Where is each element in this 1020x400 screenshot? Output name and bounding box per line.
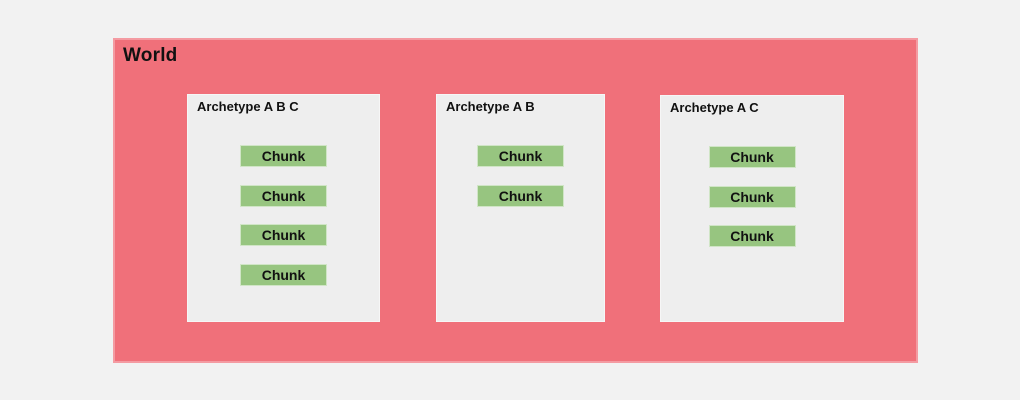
archetype-box: Archetype A B Chunk Chunk [436,94,605,322]
chunk: Chunk [477,184,564,207]
chunk: Chunk [240,145,327,167]
chunk: Chunk [240,224,327,246]
chunk-list: Chunk Chunk [437,145,604,207]
archetype-label: Archetype A B C [197,99,299,114]
archetype-label: Archetype A B [446,99,535,114]
chunk: Chunk [477,145,564,167]
world-label: World [123,45,178,66]
archetype-box: Archetype A C Chunk Chunk Chunk [660,95,844,322]
chunk: Chunk [708,185,796,208]
chunk-list: Chunk Chunk Chunk [661,146,843,247]
archetype-box: Archetype A B C Chunk Chunk Chunk Chunk [187,94,380,322]
archetype-container: Archetype A B C Chunk Chunk Chunk Chunk … [115,40,916,361]
chunk: Chunk [708,146,796,168]
chunk: Chunk [240,184,327,207]
chunk-list: Chunk Chunk Chunk Chunk [188,145,379,286]
chunk: Chunk [240,263,327,286]
archetype-label: Archetype A C [670,100,759,115]
chunk: Chunk [708,225,796,247]
world-box: World Archetype A B C Chunk Chunk Chunk … [113,38,918,363]
